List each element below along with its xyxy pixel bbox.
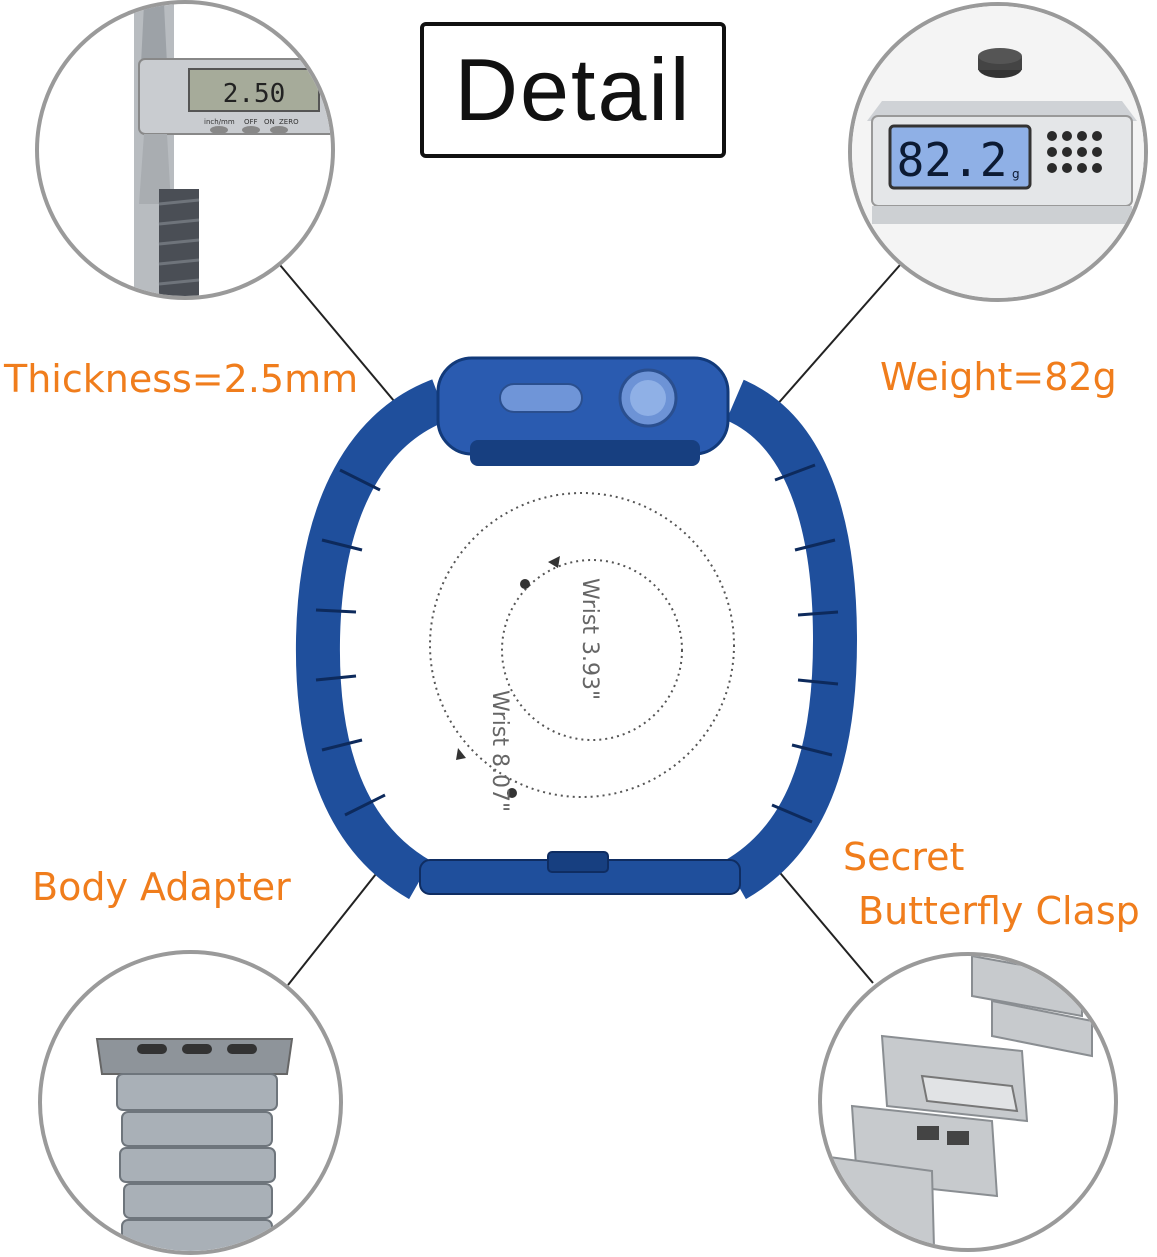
wrist-large-label: Wrist 8.07" [487, 690, 512, 813]
adapter-illustration [95, 1038, 294, 1251]
weight-label: Weight=82g [880, 355, 1117, 399]
caliper-photo-circle: 2.50 inch/mm OFF ON ZERO [35, 0, 335, 300]
title-box: Detail [420, 22, 726, 158]
title-text: Detail [454, 40, 692, 139]
scale-illustration: 82.2 g [852, 6, 1144, 298]
caliper-button-units: inch/mm [204, 118, 235, 126]
scale-photo-circle: 82.2 g [848, 2, 1148, 302]
scale-reading: 82.2 [897, 133, 1008, 187]
clasp-photo-circle [818, 952, 1118, 1252]
clasp-illustration [822, 956, 1093, 1248]
scale-unit: g [1012, 167, 1020, 181]
caliper-button-on: ON [264, 118, 275, 126]
adapter-photo-circle [38, 950, 343, 1255]
caliper-button-off: OFF [244, 118, 258, 126]
wrist-small-label: Wrist 3.93" [577, 578, 602, 701]
clasp-label-line1: Secret [843, 835, 965, 879]
caliper-button-zero: ZERO [279, 118, 299, 126]
caliper-illustration: 2.50 inch/mm OFF ON ZERO [134, 4, 331, 296]
caliper-reading: 2.50 [223, 79, 286, 109]
thickness-label: Thickness=2.5mm [4, 357, 359, 401]
clasp-label-line2: Butterfly Clasp [858, 889, 1140, 933]
body-adapter-label: Body Adapter [32, 865, 291, 909]
